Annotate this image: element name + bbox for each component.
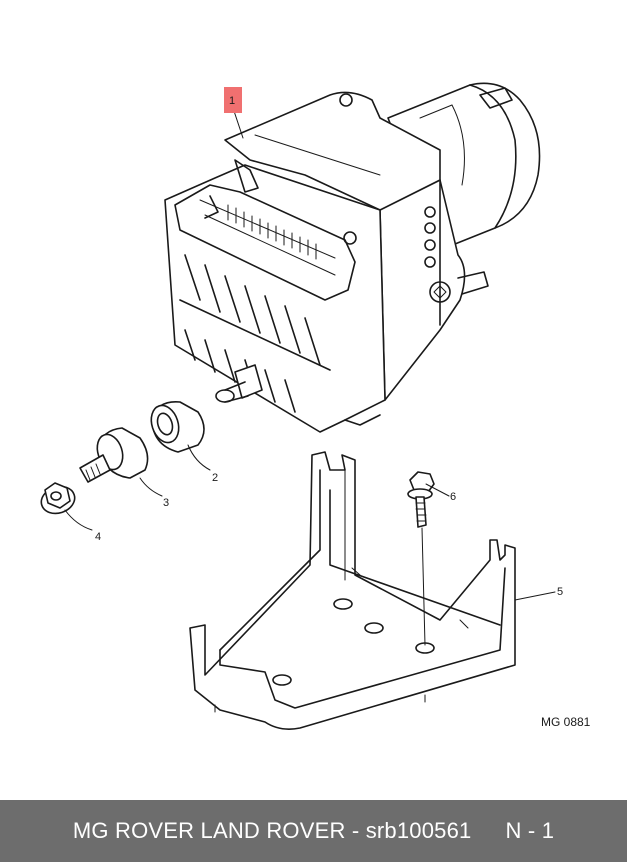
footer-brand-part: MG ROVER LAND ROVER - srb100561 [72, 818, 472, 843]
diagram-reference: MG 0881 [541, 715, 591, 729]
mounting-bracket[interactable] [189, 451, 516, 730]
callout-1[interactable]: 1 [229, 95, 235, 107]
callout-3[interactable]: 3 [163, 497, 169, 509]
callout-5[interactable]: 5 [557, 586, 563, 598]
footer-page-code: N - 1 [505, 818, 555, 843]
flange-nut[interactable] [38, 482, 78, 517]
bolt[interactable] [407, 471, 435, 646]
mounting-bush[interactable] [79, 427, 149, 483]
rubber-grommet[interactable] [147, 401, 205, 453]
callout-6[interactable]: 6 [450, 491, 456, 503]
parts-diagram: 1 2 3 4 5 6 MG 0881 [38, 82, 591, 730]
footer-bar: MG ROVER LAND ROVER - srb100561 N - 1 [0, 800, 627, 862]
callout-highlight [224, 87, 242, 113]
callout-2[interactable]: 2 [212, 472, 218, 484]
callout-4[interactable]: 4 [95, 531, 101, 543]
abs-modulator-unit[interactable] [164, 82, 541, 433]
